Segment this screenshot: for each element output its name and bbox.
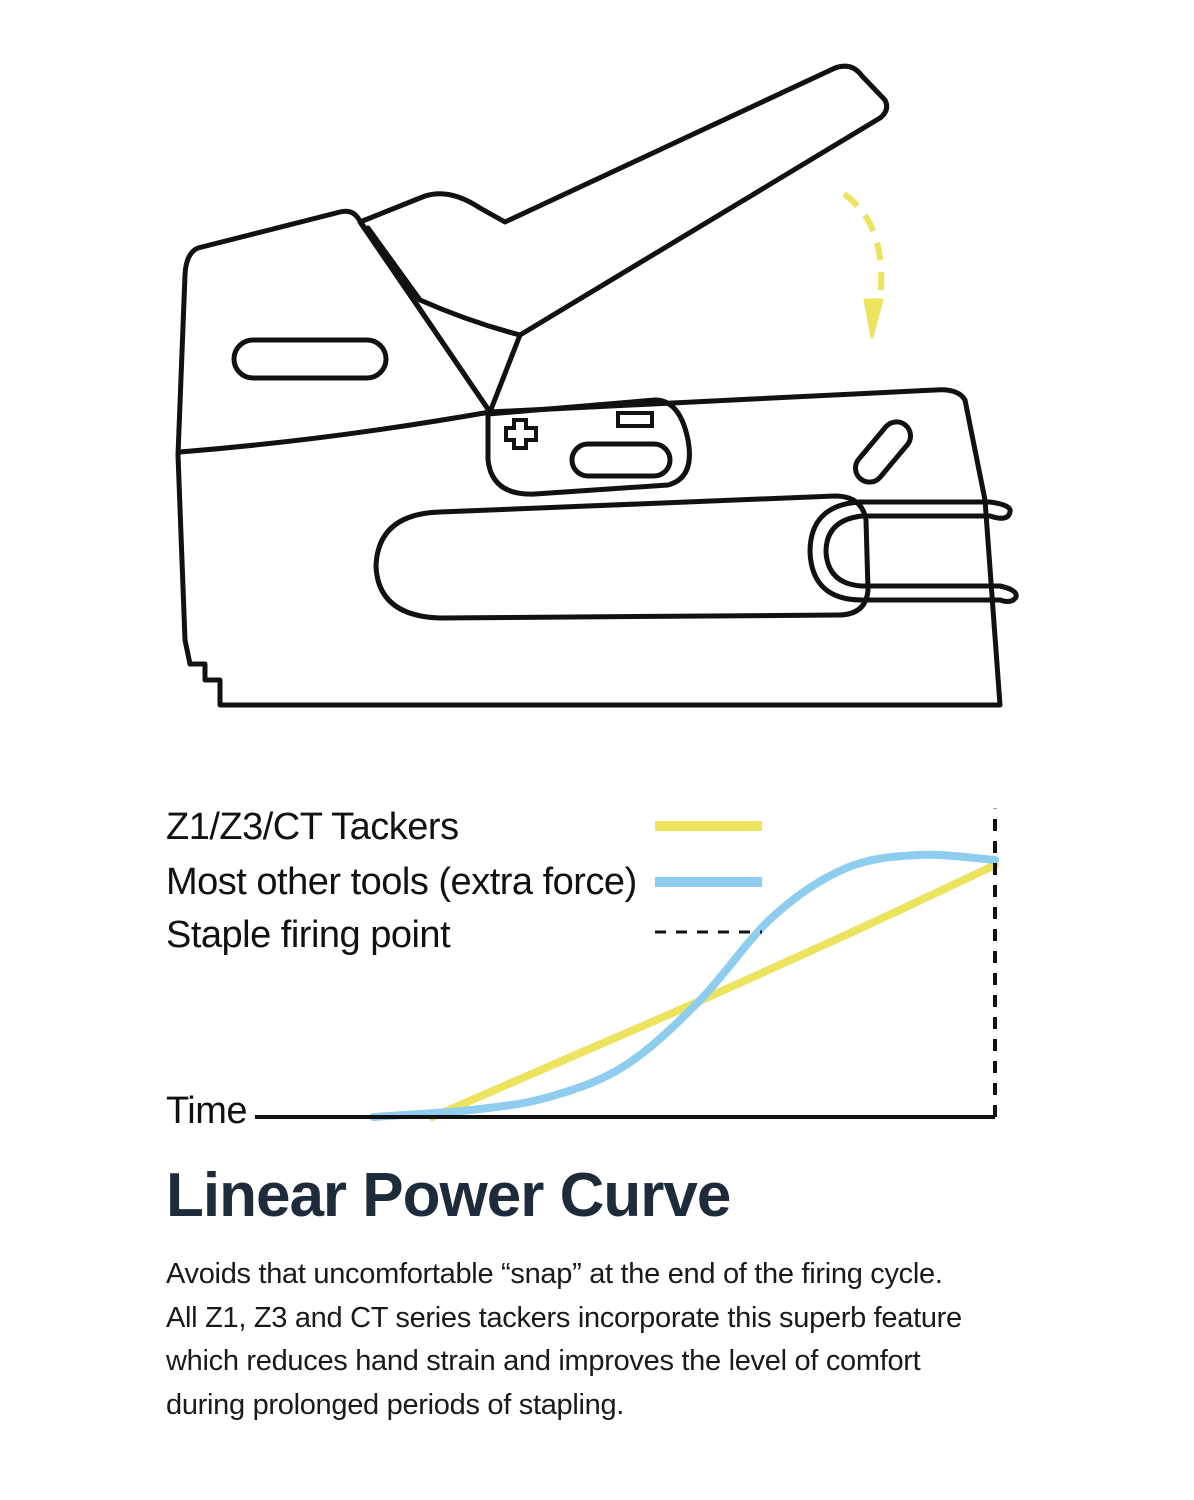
description-text: Avoids that uncomfortable “snap” at the … [166, 1253, 1066, 1427]
left-slot [231, 337, 389, 381]
stapler-seam [177, 409, 493, 455]
right-slot [853, 419, 913, 485]
description-line: which reduces hand strain and improves t… [166, 1345, 921, 1377]
stapler-grip [373, 493, 871, 621]
adjuster-slider [569, 441, 673, 479]
stapler-lever-inner [365, 225, 523, 338]
page-title: Linear Power Curve [166, 1161, 731, 1230]
legend-label-firing-point: Staple firing point [166, 914, 451, 956]
minus-icon [616, 411, 654, 428]
stapler-icon [175, 63, 1019, 708]
legend-label-tackers: Z1/Z3/CT Tackers [166, 806, 459, 848]
power-curve-chart [255, 808, 999, 1121]
legend-label-other-tools: Most other tools (extra force) [166, 861, 637, 903]
description-line: Avoids that uncomfortable “snap” at the … [166, 1258, 943, 1290]
series-line-1 [369, 850, 999, 1121]
description-line: during prolonged periods of stapling. [166, 1388, 625, 1421]
stapler-lever [357, 63, 890, 415]
staple-clip-inner [823, 513, 1003, 589]
curved-arrow-icon [842, 191, 885, 339]
description-line: All Z1, Z3 and CT series tackers incorpo… [166, 1301, 962, 1334]
x-axis-label: Time [166, 1090, 248, 1132]
stapler-body-outline [175, 208, 1003, 708]
staple-clip [807, 499, 1003, 603]
adjuster-panel [485, 397, 692, 497]
plus-icon [504, 418, 538, 450]
